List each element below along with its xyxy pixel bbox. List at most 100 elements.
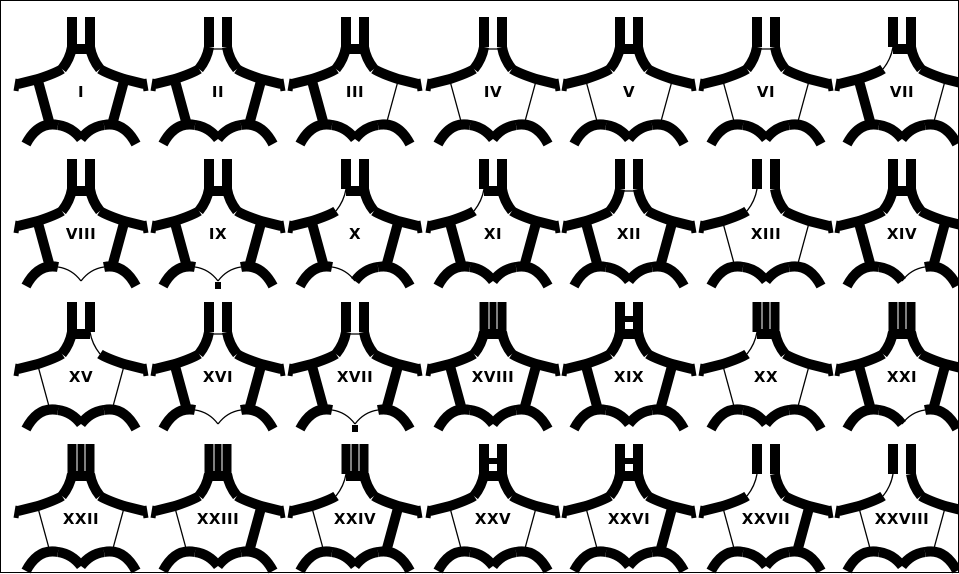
left-pca-arc <box>847 551 879 571</box>
right-pca-arc <box>516 551 548 571</box>
right-p1-segment <box>766 267 789 281</box>
right-carotid-mca-vessel <box>785 211 829 226</box>
variant-diagram: II <box>153 9 283 147</box>
right-a1-segment <box>227 189 237 211</box>
variant-diagram: XX <box>701 294 831 432</box>
left-p1-segment <box>58 410 81 424</box>
right-pca-arc <box>378 551 410 571</box>
basilar-stub <box>352 425 358 432</box>
left-a1-segment <box>199 189 209 211</box>
circle-of-willis-svg <box>837 436 959 574</box>
left-p1-segment <box>606 410 629 424</box>
right-p1-segment <box>81 410 104 424</box>
left-pca-arc <box>438 409 470 429</box>
right-p1-segment <box>766 125 789 139</box>
left-a1-segment <box>199 47 209 69</box>
right-carotid-mca-vessel <box>921 496 959 511</box>
left-p1-segment <box>470 552 493 566</box>
circle-of-willis-svg <box>16 436 146 574</box>
right-p1-segment <box>629 410 652 424</box>
circle-of-willis-svg <box>701 436 831 574</box>
left-a1-segment <box>199 474 209 496</box>
left-p1-segment <box>58 125 81 139</box>
variant-diagram: VI <box>701 9 831 147</box>
variant-label: XXIV <box>290 510 420 528</box>
right-p1-segment <box>766 552 789 566</box>
right-p1-segment <box>493 125 516 139</box>
left-pca-arc <box>711 551 743 571</box>
right-pca-arc <box>241 409 273 429</box>
right-pca-arc <box>516 124 548 144</box>
left-pca-arc <box>300 124 332 144</box>
right-p1-segment <box>629 267 652 281</box>
variant-diagram: XII <box>564 151 694 289</box>
variant-diagram: IX <box>153 151 283 289</box>
variant-diagram: XVI <box>153 294 283 432</box>
variant-label: XIX <box>564 368 694 386</box>
right-pca-arc <box>652 266 684 286</box>
right-p1-segment <box>355 552 378 566</box>
right-a1-segment <box>911 189 921 211</box>
left-a1-segment <box>62 47 72 69</box>
right-a1-segment <box>502 47 512 69</box>
left-carotid-mca-vessel <box>18 354 62 369</box>
left-a1-segment <box>474 474 484 496</box>
right-a1-segment <box>364 332 374 354</box>
right-pca-arc <box>925 409 957 429</box>
right-pca-arc <box>652 551 684 571</box>
left-pca-arc <box>163 124 195 144</box>
left-p1-segment <box>606 552 629 566</box>
variant-label: XV <box>16 368 146 386</box>
circle-of-willis-svg <box>153 151 283 289</box>
left-a1-segment <box>199 332 209 354</box>
right-pca-arc <box>378 124 410 144</box>
left-a1-segment <box>336 332 346 354</box>
variant-diagram: XV <box>16 294 146 432</box>
left-pca-arc <box>438 551 470 571</box>
left-pca-arc <box>711 266 743 286</box>
variant-label: XXVIII <box>837 510 959 528</box>
left-pca-arc <box>163 409 195 429</box>
right-p1-segment <box>766 410 789 424</box>
left-p1-segment <box>195 552 218 566</box>
variant-label: XIV <box>837 225 959 243</box>
left-pca-arc <box>847 266 879 286</box>
right-carotid-mca-vessel <box>100 354 144 369</box>
left-p1-segment <box>470 410 493 424</box>
variant-diagram: X <box>290 151 420 289</box>
right-pca-arc <box>789 266 821 286</box>
circle-of-willis-svg <box>16 151 146 289</box>
right-a1-segment <box>775 474 785 496</box>
right-pca-arc <box>104 124 136 144</box>
variant-label: I <box>16 83 146 101</box>
right-p1-segment <box>493 552 516 566</box>
right-p1-segment <box>355 267 378 281</box>
right-pca-arc <box>378 409 410 429</box>
right-pca-arc <box>652 409 684 429</box>
variant-label: IX <box>153 225 283 243</box>
right-p1-segment <box>355 410 378 424</box>
left-a1-segment <box>883 474 893 496</box>
left-pca-arc <box>574 409 606 429</box>
left-pca-arc <box>300 551 332 571</box>
variant-label: XXII <box>16 510 146 528</box>
left-pca-arc <box>574 124 606 144</box>
right-carotid-mca-vessel <box>512 69 556 84</box>
right-pca-arc <box>241 266 273 286</box>
right-p1-segment <box>902 125 925 139</box>
right-pca-arc <box>925 551 957 571</box>
left-pca-arc <box>26 551 58 571</box>
variant-diagram: VII <box>837 9 959 147</box>
left-carotid-mca-vessel <box>430 496 474 511</box>
left-p1-segment <box>470 267 493 281</box>
variant-diagram: XXIV <box>290 436 420 574</box>
left-p1-segment <box>743 552 766 566</box>
right-carotid-mca-vessel <box>921 69 959 84</box>
left-pca-arc <box>847 409 879 429</box>
left-carotid-mca-vessel <box>703 354 747 369</box>
right-a1-segment <box>227 47 237 69</box>
circle-of-willis-svg <box>16 9 146 147</box>
right-a1-segment <box>90 47 100 69</box>
right-p1-segment <box>902 552 925 566</box>
left-a1-segment <box>62 332 72 354</box>
